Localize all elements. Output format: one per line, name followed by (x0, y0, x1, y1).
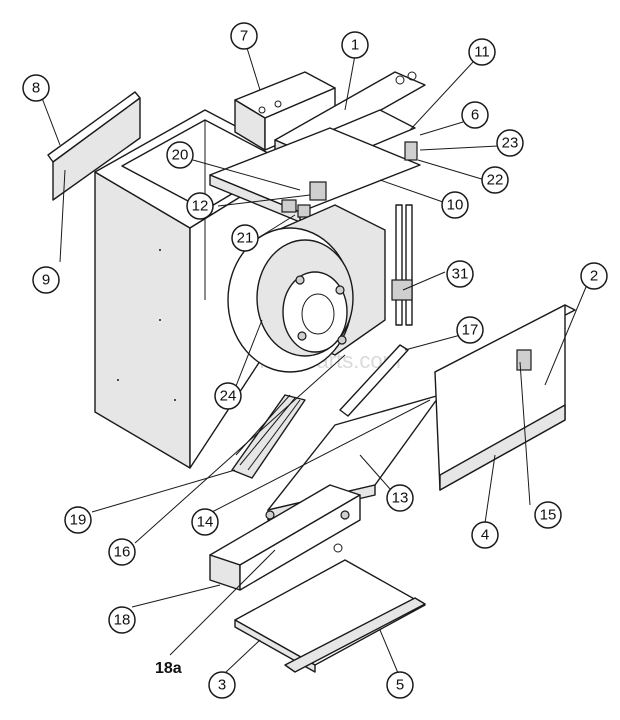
callout-24: 24 (214, 382, 242, 410)
callout-14: 14 (191, 508, 219, 536)
callout-label: 4 (481, 527, 489, 544)
callout-label: 11 (474, 44, 490, 61)
callout-label: 9 (42, 272, 50, 289)
part-control-panel (209, 109, 421, 223)
callout-7: 7 (230, 22, 258, 50)
callout-19: 19 (64, 506, 92, 534)
callout-22: 22 (481, 166, 509, 194)
callout-label: 19 (70, 512, 87, 529)
callout-12: 12 (186, 192, 214, 220)
callout-label: 23 (502, 135, 519, 152)
part-drain-pan (209, 484, 361, 591)
callout-label: 15 (540, 507, 557, 524)
callout-13: 13 (386, 484, 414, 512)
part-capacitor-bracket (391, 204, 413, 326)
callout-label: 21 (237, 230, 254, 247)
label-18a: 18a (155, 660, 182, 677)
part-bottom-strip (284, 597, 426, 673)
callout-label: 14 (197, 514, 214, 531)
callout-label: 18 (114, 612, 131, 629)
callout-label: 12 (192, 198, 209, 215)
callout-17: 17 (456, 316, 484, 344)
callout-label: 1 (351, 37, 359, 54)
callout-21: 21 (231, 224, 259, 252)
callout-20: 20 (166, 141, 194, 169)
callout-5: 5 (386, 671, 414, 699)
part-access-door (434, 304, 576, 491)
callout-label: 6 (471, 107, 479, 124)
callout-15: 15 (534, 501, 562, 529)
callout-label: 5 (396, 677, 404, 694)
callout-2: 2 (580, 262, 608, 290)
part-bottom-panel (234, 543, 426, 673)
callout-label: 10 (447, 197, 464, 214)
part-blower-wheel (227, 204, 386, 373)
callout-label: 13 (392, 490, 409, 507)
callout-31: 31 (446, 260, 474, 288)
callout-23: 23 (496, 129, 524, 157)
callout-label: 20 (172, 147, 189, 164)
callout-4: 4 (471, 521, 499, 549)
callout-8: 8 (22, 74, 50, 102)
callout-label: 3 (218, 677, 226, 694)
part-control-box (234, 71, 336, 151)
callout-label: 16 (114, 544, 131, 561)
callout-3: 3 (208, 671, 236, 699)
callout-1: 1 (341, 31, 369, 59)
leader-lines (41, 47, 587, 674)
callout-16: 16 (108, 538, 136, 566)
callout-18: 18 (108, 606, 136, 634)
callout-label: 2 (590, 268, 598, 285)
callout-label: 22 (487, 172, 504, 189)
callout-label: 17 (462, 322, 479, 339)
part-filter (231, 394, 306, 479)
part-filter-rail (339, 344, 409, 417)
callout-9: 9 (32, 266, 60, 294)
callout-label: 8 (32, 80, 40, 97)
callout-10: 10 (441, 191, 469, 219)
callout-label: 7 (240, 28, 248, 45)
callout-label: 31 (452, 266, 469, 283)
callout-6: 6 (461, 101, 489, 129)
callout-label: 24 (220, 388, 237, 405)
callout-11: 11 (468, 38, 496, 66)
part-trim-strip (47, 91, 141, 201)
